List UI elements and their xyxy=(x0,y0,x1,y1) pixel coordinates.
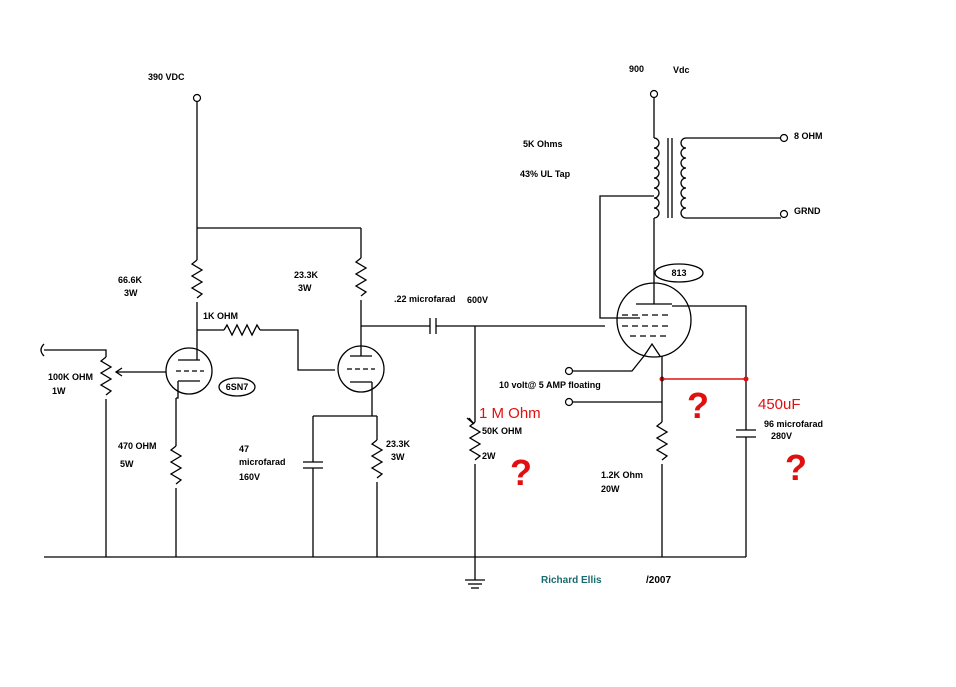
ground-bus xyxy=(44,556,746,589)
resistor-1-2k xyxy=(655,356,669,557)
output-terminal-8ohm xyxy=(779,133,789,143)
transformer-tap: 43% UL Tap xyxy=(520,169,571,179)
r-grid-leak-value: 50K OHM xyxy=(482,426,522,436)
transformer-impedance: 5K Ohms xyxy=(523,139,563,149)
r-output-cathode-value: 1.2K Ohm xyxy=(601,470,643,480)
tube-6sn7-left xyxy=(165,345,213,399)
cap-suggestion: 450uF xyxy=(758,396,801,413)
output-ground-label: GRND xyxy=(794,206,821,216)
cap-cathode-value: 47 xyxy=(239,444,249,454)
cap-output-value: 96 microfarad xyxy=(764,419,823,429)
output-8ohm-label: 8 OHM xyxy=(794,131,823,141)
resistor-23k-cathode xyxy=(370,416,384,557)
capacitor-coupling xyxy=(361,318,605,334)
capacitor-96uf xyxy=(736,429,756,557)
label-6sn7: 6SN7 xyxy=(218,377,256,397)
r-grid-stopper-label: 1K OHM xyxy=(203,311,238,321)
grid-leak-suggestion: 1 M Ohm xyxy=(479,405,541,422)
output-transformer xyxy=(599,133,789,319)
tube-6sn7-right xyxy=(337,344,385,416)
supply-right-unit: Vdc xyxy=(673,65,690,75)
filament-note: 10 volt@ 5 AMP floating xyxy=(499,380,601,390)
label-813: 813 xyxy=(654,263,704,283)
supply-390vdc xyxy=(192,93,361,229)
supply-900vdc xyxy=(649,89,659,138)
cap-output-voltage: 280V xyxy=(771,431,792,441)
cap-cathode-voltage: 160V xyxy=(239,472,260,482)
pot-watts: 1W xyxy=(52,386,66,396)
supply-left-label: 390 VDC xyxy=(148,72,185,82)
r-grid-leak-watts: 2W xyxy=(482,451,496,461)
year-credit: /2007 xyxy=(646,575,671,586)
r-cathode1-watts: 5W xyxy=(120,459,134,469)
r-cathode2-value: 23.3K xyxy=(386,439,411,449)
r-plate1-watts: 3W xyxy=(124,288,138,298)
tube-813 xyxy=(616,262,747,430)
resistor-23k-plate xyxy=(354,228,368,344)
resistor-66k xyxy=(190,228,204,345)
author-credit: Richard Ellis xyxy=(541,575,602,586)
supply-terminal-right xyxy=(649,89,659,99)
potentiometer-100k xyxy=(40,343,166,557)
pot-value: 100K OHM xyxy=(48,372,93,382)
tube-driver-label: 6SN7 xyxy=(226,382,249,392)
r-plate1-value: 66.6K xyxy=(118,275,143,285)
annotation-link xyxy=(659,376,749,382)
question-mark-cap: ? xyxy=(785,447,807,488)
output-terminal-ground xyxy=(779,209,789,219)
resistor-grid-leak xyxy=(466,326,482,557)
question-mark-cathode: ? xyxy=(687,385,709,426)
question-mark-grid-leak: ? xyxy=(510,452,532,493)
tube-output-label: 813 xyxy=(671,268,686,278)
supply-terminal-left xyxy=(192,93,202,103)
filament-leads xyxy=(564,355,662,407)
coupling-cap-voltage: 600V xyxy=(467,295,488,305)
r-plate2-watts: 3W xyxy=(298,283,312,293)
resistor-470 xyxy=(169,398,183,557)
supply-right-value: 900 xyxy=(629,64,644,74)
cap-cathode-unit: microfarad xyxy=(239,457,286,467)
r-cathode2-watts: 3W xyxy=(391,452,405,462)
coupling-cap-value: .22 microfarad xyxy=(394,294,456,304)
r-cathode1-value: 470 OHM xyxy=(118,441,157,451)
r-plate2-value: 23.3K xyxy=(294,270,319,280)
r-output-cathode-watts: 20W xyxy=(601,484,620,494)
capacitor-47uf xyxy=(303,415,377,557)
resistor-1k-grid-stopper xyxy=(197,323,335,371)
